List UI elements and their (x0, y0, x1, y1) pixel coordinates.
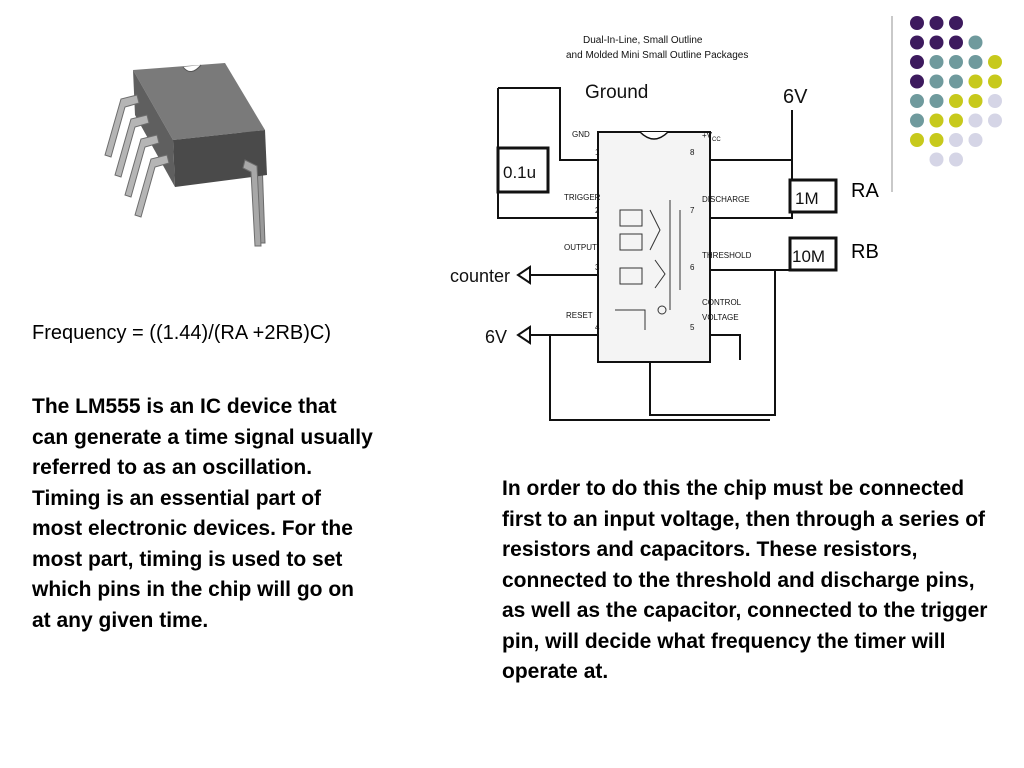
pin-control-label-1: CONTROL (702, 298, 742, 307)
pin-number-4: 4 (595, 323, 600, 332)
decorative-dot (929, 152, 944, 167)
pin-number-1: 1 (595, 148, 600, 157)
supply-arrow (516, 325, 531, 345)
pin-number-6: 6 (690, 263, 695, 272)
rb-label: RB (851, 241, 879, 263)
decorative-dot (988, 94, 1002, 108)
decorative-dot (949, 55, 963, 69)
decorative-dot (949, 74, 963, 89)
decorative-dot (968, 94, 983, 108)
lm555-schematic: Dual-In-Line, Small Outline and Molded M… (450, 35, 838, 421)
decorative-dot (968, 55, 983, 69)
resistor-rb-value: 10M (792, 247, 825, 266)
decorative-dot (949, 35, 963, 50)
decorative-dot (949, 113, 963, 128)
decorative-dot (910, 74, 924, 89)
decorative-dot (968, 113, 983, 128)
capacitor-box (496, 146, 550, 194)
package-header-line2: and Molded Mini Small Outline Packages (566, 50, 748, 61)
pin-number-5: 5 (690, 323, 695, 332)
decorative-dot (949, 133, 963, 147)
lm555-description: The LM555 is an IC device that can gener… (32, 395, 373, 632)
decorative-dot (968, 74, 983, 89)
pin-vcc-subscript: CC (712, 137, 721, 143)
counter-arrow (516, 265, 531, 285)
decorative-dot (929, 35, 944, 50)
pin-vcc-label: +V (702, 131, 713, 140)
ic-block (597, 131, 711, 363)
decorative-divider (891, 16, 893, 192)
decorative-dot (988, 74, 1002, 89)
decorative-dot (988, 113, 1002, 128)
resistor-ra-box (788, 178, 838, 214)
counter-label: counter (450, 266, 510, 286)
chip-side (173, 130, 267, 187)
lm555-chip-image (104, 63, 267, 247)
decorative-dot (910, 133, 924, 147)
supply-top-label: 6V (783, 86, 808, 108)
package-header-line1: Dual-In-Line, Small Outline (583, 35, 703, 46)
decorative-dot (949, 16, 963, 30)
pin-trigger-label: TRIGGER (564, 193, 601, 202)
pin-threshold-label: THRESHOLD (702, 251, 752, 260)
pin-gnd-label: GND (572, 130, 590, 139)
pin-number-8: 8 (690, 148, 695, 157)
decorative-dot (949, 152, 963, 167)
pin-number-7: 7 (690, 206, 695, 215)
pin-number-3: 3 (595, 263, 600, 272)
decorative-dot (910, 55, 924, 69)
ground-label: Ground (585, 82, 648, 103)
pin-discharge-label: DISCHARGE (702, 195, 750, 204)
decorative-dot (929, 113, 944, 128)
decorative-dot (968, 133, 983, 147)
connection-description: In order to do this the chip must be con… (502, 477, 988, 683)
decorative-dot (929, 74, 944, 89)
decorative-dot (949, 94, 963, 108)
decorative-dot-grid (910, 16, 1002, 167)
capacitor-label: 0.1u (503, 163, 536, 182)
ra-label: RA (851, 180, 879, 202)
pin-number-2: 2 (595, 206, 600, 215)
decorative-dot (910, 35, 924, 50)
decorative-dot (929, 94, 944, 108)
supply-left-label: 6V (485, 327, 507, 347)
frequency-formula: Frequency = ((1.44)/(RA +2RB)C) (32, 322, 331, 344)
chip-legs-front (104, 94, 170, 218)
pin-control-label-2: VOLTAGE (702, 313, 739, 322)
ground-wire (498, 87, 598, 161)
decorative-dot (929, 133, 944, 147)
decorative-dot (910, 94, 924, 108)
decorative-dot (988, 55, 1002, 69)
decorative-dot (910, 16, 924, 30)
trigger-wire (497, 192, 598, 219)
resistor-ra-value: 1M (795, 189, 819, 208)
decorative-dot (929, 16, 944, 30)
resistor-rb-box (788, 236, 838, 272)
decorative-dot (968, 35, 983, 50)
pin-reset-label: RESET (566, 311, 593, 320)
pin-output-label: OUTPUT (564, 243, 597, 252)
decorative-dot (910, 113, 924, 128)
decorative-dot (929, 55, 944, 69)
chip-body (133, 63, 265, 140)
